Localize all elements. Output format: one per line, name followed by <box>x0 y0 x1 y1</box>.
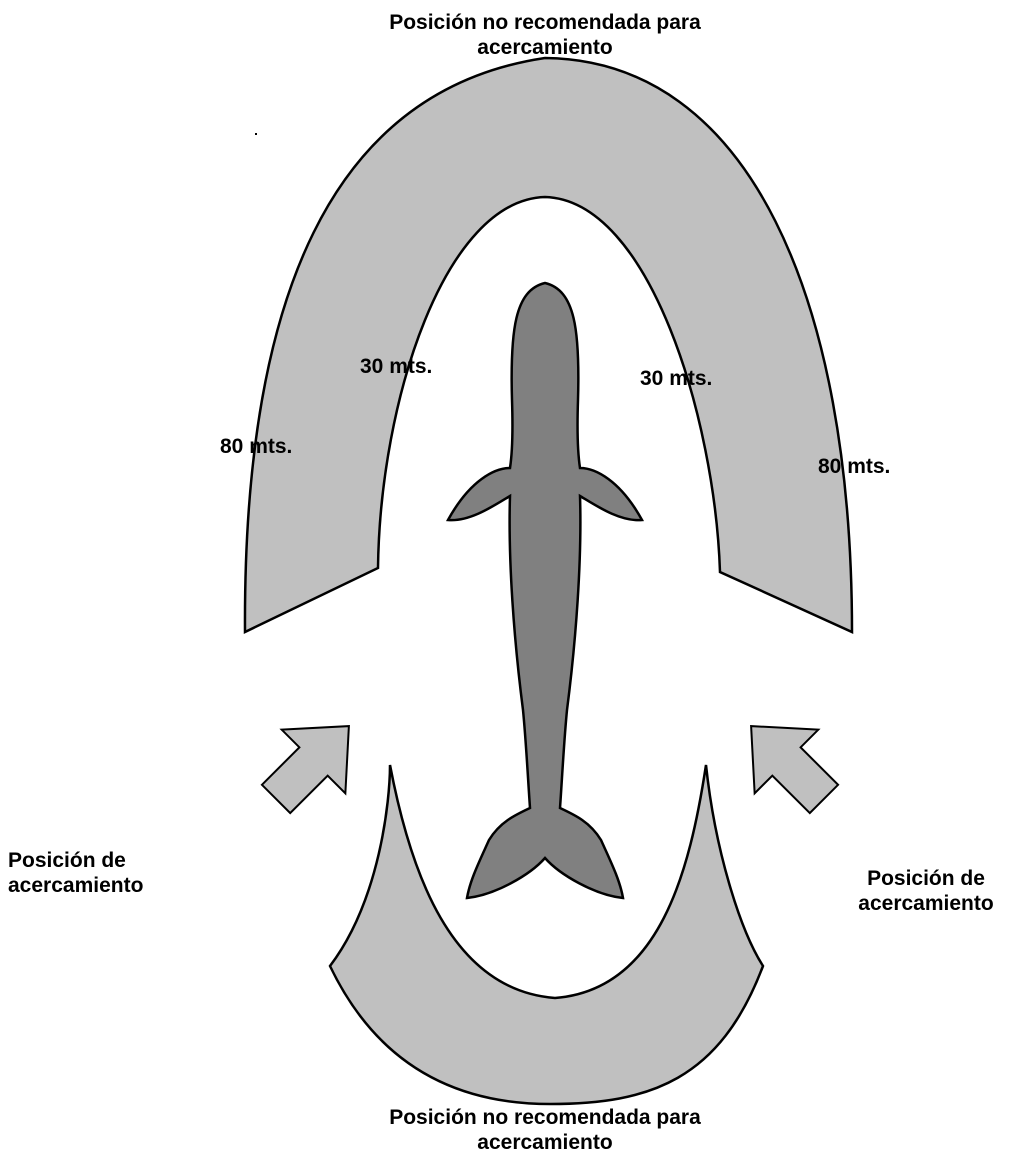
left-approach-caption: Posición de acercamiento <box>8 849 144 898</box>
inner-left-distance-label: 30 mts. <box>360 355 433 378</box>
outer-right-distance-label: 80 mts. <box>818 455 891 478</box>
inner-right-distance-label: 30 mts. <box>640 367 713 390</box>
whale-silhouette-icon <box>445 281 645 900</box>
bottom-zone-caption: Posición no recomendada para acercamient… <box>389 1106 701 1155</box>
lower-no-approach-zone <box>328 764 765 1106</box>
approach-arrow-left-icon <box>260 725 350 815</box>
right-approach-caption: Posición de acercamiento <box>858 867 994 916</box>
outer-left-distance-label: 80 mts. <box>220 435 293 458</box>
top-zone-caption: Posición no recomendada para acercamient… <box>389 11 701 60</box>
stray-dot <box>255 133 257 135</box>
approach-arrow-right-icon <box>750 725 840 815</box>
upper-no-approach-zone <box>243 56 854 634</box>
